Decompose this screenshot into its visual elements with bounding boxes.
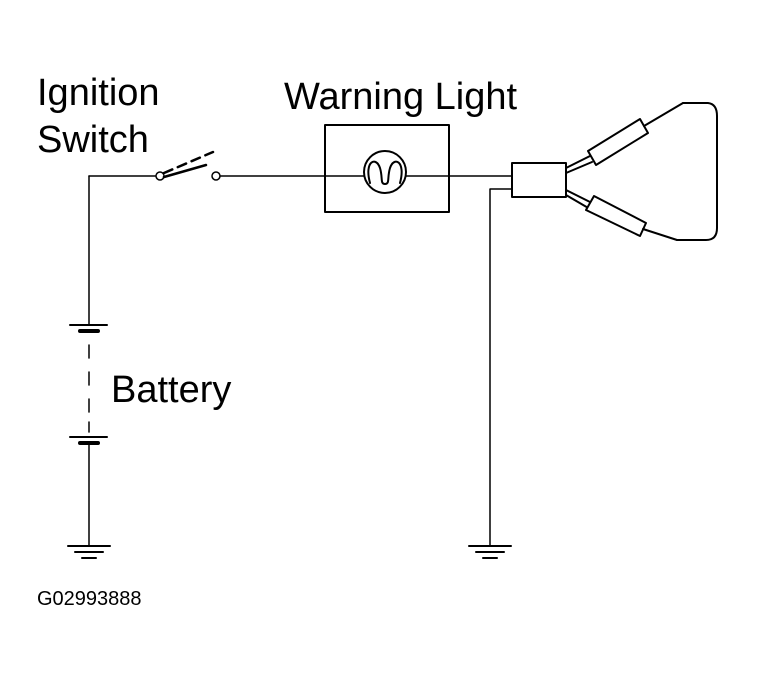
ground-icon <box>468 545 512 559</box>
level-sensor-icon <box>565 102 718 241</box>
ground-icon <box>67 545 111 559</box>
battery-icon <box>69 324 108 445</box>
ignition-switch-label: Ignition <box>37 72 160 114</box>
ignition-switch-label-line2: Switch <box>37 119 149 161</box>
wire-right-ground <box>489 188 513 547</box>
battery-label: Battery <box>111 369 232 411</box>
open-switch-icon <box>155 150 221 181</box>
warning-light-label: Warning Light <box>284 76 518 118</box>
lamp-bulb-icon <box>324 124 450 213</box>
figure-code: G02993888 <box>37 588 142 610</box>
connector-block <box>511 162 567 198</box>
